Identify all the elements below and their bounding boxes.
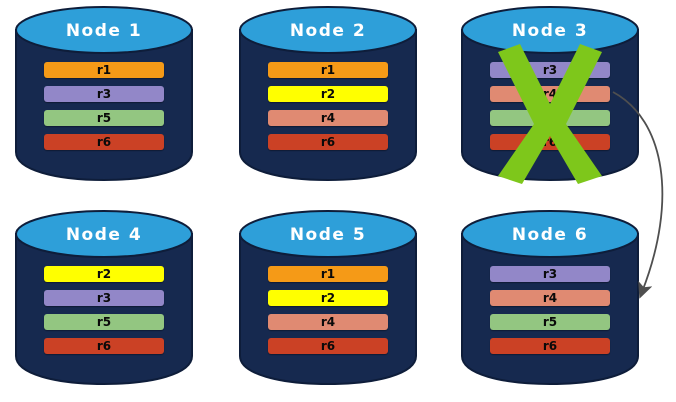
- replica-bar[interactable]: r1: [268, 62, 388, 78]
- replica-bar[interactable]: r5: [44, 110, 164, 126]
- cylinder-top-ellipse: [461, 210, 639, 258]
- replica-bar[interactable]: r1: [268, 266, 388, 282]
- replica-bar[interactable]: r2: [44, 266, 164, 282]
- replica-list: r3 r4 r5 r6: [490, 62, 610, 158]
- replica-bar[interactable]: r2: [268, 290, 388, 306]
- replica-list: r1 r2 r4 r6: [268, 62, 388, 158]
- cylinder-top-ellipse: [15, 6, 193, 54]
- replica-bar[interactable]: r6: [490, 338, 610, 354]
- replica-bar[interactable]: r3: [490, 62, 610, 78]
- replica-list: r1 r2 r4 r6: [268, 266, 388, 362]
- replica-bar[interactable]: r3: [490, 266, 610, 282]
- replica-list: r2 r3 r5 r6: [44, 266, 164, 362]
- cylinder-top-ellipse: [239, 6, 417, 54]
- replica-bar[interactable]: r1: [44, 62, 164, 78]
- cylinder-top-ellipse: [239, 210, 417, 258]
- replica-bar[interactable]: r3: [44, 86, 164, 102]
- replica-bar[interactable]: r5: [44, 314, 164, 330]
- replica-bar[interactable]: r6: [490, 134, 610, 150]
- replica-bar[interactable]: r6: [44, 338, 164, 354]
- replica-bar[interactable]: r6: [268, 338, 388, 354]
- replica-bar[interactable]: r4: [490, 86, 610, 102]
- replica-list: r3 r4 r5 r6: [490, 266, 610, 362]
- replica-bar[interactable]: r5: [490, 110, 610, 126]
- replica-list: r1 r3 r5 r6: [44, 62, 164, 158]
- cylinder-top-ellipse: [461, 6, 639, 54]
- cylinder-top-ellipse: [15, 210, 193, 258]
- replica-bar[interactable]: r4: [268, 110, 388, 126]
- replica-bar[interactable]: r5: [490, 314, 610, 330]
- replica-bar[interactable]: r2: [268, 86, 388, 102]
- replica-bar[interactable]: r3: [44, 290, 164, 306]
- replica-bar[interactable]: r4: [490, 290, 610, 306]
- replica-bar[interactable]: r6: [44, 134, 164, 150]
- replica-bar[interactable]: r6: [268, 134, 388, 150]
- replica-bar[interactable]: r4: [268, 314, 388, 330]
